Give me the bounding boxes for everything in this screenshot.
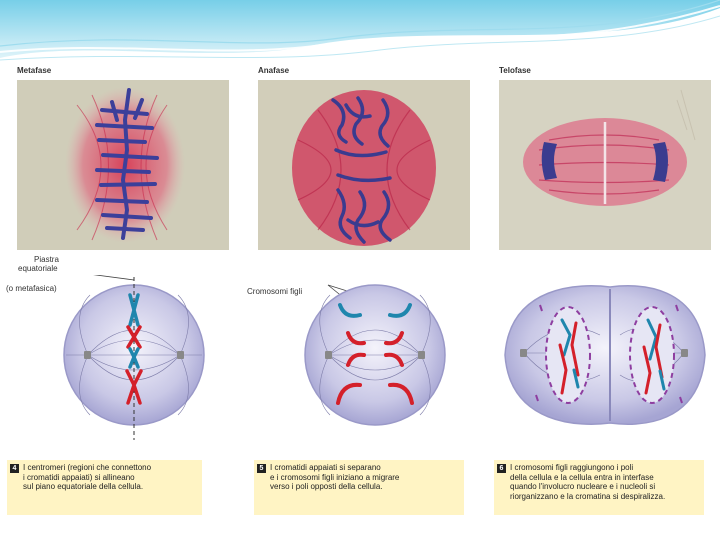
caption-line: e i cromosomi figli iniziano a migrare	[270, 473, 460, 483]
caption-line: I cromatidi appaiati si separano	[270, 463, 460, 473]
caption-line: quando l'involucro nucleare e i nucleoli…	[510, 482, 700, 492]
diagram-telofase-cell	[480, 275, 720, 440]
label-piastra-2: equatoriale	[18, 264, 58, 273]
caption-step-4: 4 I centromeri (regioni che connettono i…	[7, 460, 202, 515]
phase-title-metafase: Metafase	[17, 66, 51, 75]
header-banner	[0, 0, 720, 62]
step-number-4: 4	[10, 464, 19, 473]
step-number-6: 6	[497, 464, 506, 473]
phase-title-telofase: Telofase	[499, 66, 531, 75]
caption-step-5: 5 I cromatidi appaiati si separano e i c…	[254, 460, 464, 515]
micrograph-anafase	[258, 80, 470, 250]
caption-step-6: 6 I cromosomi figli raggiungono i poli d…	[494, 460, 704, 515]
caption-line: I cromosomi figli raggiungono i poli	[510, 463, 700, 473]
caption-line: sul piano equatoriale della cellula.	[23, 482, 198, 492]
caption-line: della cellula e la cellula entra in inte…	[510, 473, 700, 483]
step-number-5: 5	[257, 464, 266, 473]
diagram-anafase-cell	[240, 275, 480, 440]
micrograph-telofase	[499, 80, 711, 250]
diagram-metafase-cell	[0, 275, 240, 440]
caption-line: I centromeri (regioni che connettono	[23, 463, 198, 473]
caption-line: riorganizzano e la cromatina si despiral…	[510, 492, 700, 502]
micrograph-metafase	[17, 80, 229, 250]
label-piastra-1: Piastra	[34, 255, 59, 264]
phase-title-anafase: Anafase	[258, 66, 289, 75]
caption-line: i cromatidi appaiati) si allineano	[23, 473, 198, 483]
caption-line: verso i poli opposti della cellula.	[270, 482, 460, 492]
